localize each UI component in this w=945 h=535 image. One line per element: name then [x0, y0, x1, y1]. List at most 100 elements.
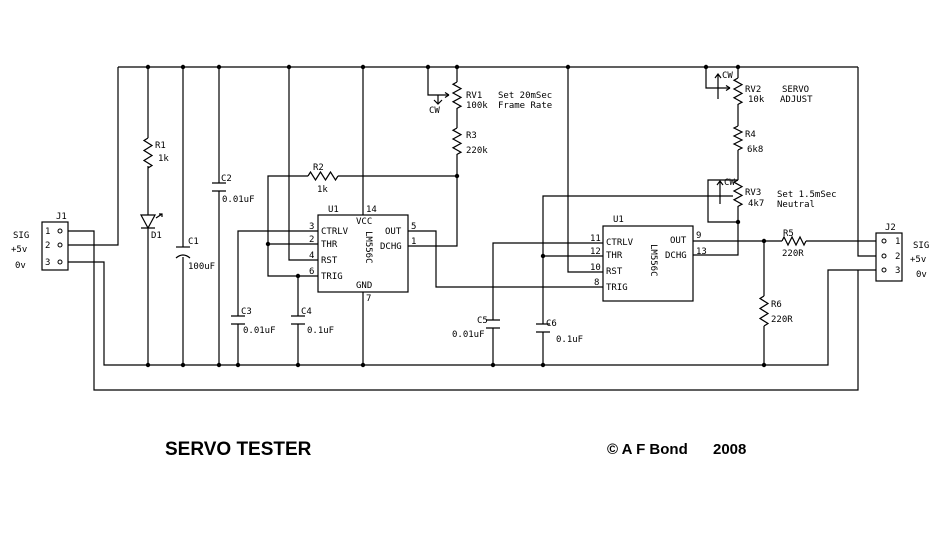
r5-value: 220R: [782, 249, 804, 259]
capacitor-c6: C6 0.1uF: [536, 319, 583, 345]
c1-value: 100uF: [188, 262, 215, 272]
ic-u1b: U1 CTRLV THR RST TRIG 11 12 10 8 OUT DCH…: [590, 215, 707, 302]
j1-ref: J1: [56, 212, 67, 222]
rv2-value: 10k: [748, 95, 765, 105]
r4-ref: R4: [745, 130, 756, 140]
r2-value: 1k: [317, 185, 328, 195]
capacitor-c2: C2 0.01uF: [212, 174, 255, 205]
j1-sig-label: SIG: [13, 231, 29, 241]
j2-sig-label: SIG: [913, 241, 929, 251]
rv1-note-1: Set 20mSec: [498, 91, 552, 101]
ic1-pin-trig: TRIG: [321, 272, 343, 282]
capacitor-c4: C4 0.1uF: [291, 307, 334, 336]
rv3-note-2: Neutral: [777, 200, 815, 210]
ic2-ref: U1: [613, 215, 624, 225]
led-d1: D1: [139, 213, 163, 241]
wires: [66, 66, 876, 391]
ic1-vcc-label: VCC: [356, 217, 372, 227]
ic1-pinnum-6: 6: [309, 267, 314, 277]
diagram-title: SERVO TESTER: [165, 439, 312, 460]
ic2-pin-out: OUT: [670, 236, 687, 246]
rv2-note-2: ADJUST: [780, 95, 813, 105]
capacitor-c3: C3 0.01uF: [231, 307, 276, 336]
ic2-pin-rst: RST: [606, 267, 623, 277]
ic2-pin-trig: TRIG: [606, 283, 628, 293]
ic2-pinnum-9: 9: [696, 231, 701, 241]
rv1-note-2: Frame Rate: [498, 101, 552, 111]
j1-pin3: 3: [45, 258, 50, 268]
ic1-pinnum-1: 1: [411, 237, 416, 247]
j2-ref: J2: [885, 223, 896, 233]
r5-ref: R5: [783, 229, 794, 239]
ic1-pinnum-2: 2: [309, 235, 314, 245]
ic-u1a: U1 VCC 14 GND 7 CTRLV THR RST TRIG 3 2 4…: [309, 205, 416, 304]
rv1-cw: CW: [429, 106, 440, 116]
r3-ref: R3: [466, 131, 477, 141]
ic1-pinnum-5: 5: [411, 222, 416, 232]
ic2-pinnum-10: 10: [590, 263, 601, 273]
resistor-r1: R1 1k: [142, 137, 169, 169]
c5-value: 0.01uF: [452, 330, 485, 340]
capacitor-c5: C5 0.01uF: [452, 316, 500, 340]
r1-value: 1k: [158, 154, 169, 164]
ic2-pinnum-11: 11: [590, 234, 601, 244]
ic2-pin-thr: THR: [606, 251, 623, 261]
resistor-r5: R5 220R: [781, 229, 807, 259]
resistor-r6: R6 220R: [758, 295, 793, 327]
potentiometer-rv2: CW RV2 10k SERVO ADJUST: [714, 71, 813, 105]
rv2-ref: RV2: [745, 85, 761, 95]
d1-ref: D1: [151, 231, 162, 241]
copyright-label: © A F Bond: [607, 441, 688, 458]
j1-pin2: 2: [45, 241, 50, 251]
copyright-year: 2008: [713, 441, 746, 458]
ic1-ref: U1: [328, 205, 339, 215]
capacitor-c1: C1 100uF: [175, 237, 215, 272]
resistor-r2: R2 1k: [307, 163, 339, 195]
r2-ref: R2: [313, 163, 324, 173]
potentiometer-rv3: CW RV3 4k7 Set 1.5mSec Neutral: [716, 178, 837, 210]
j2-5v-label: +5v: [910, 255, 926, 265]
resistor-r4: R4 6k8: [732, 125, 763, 155]
connector-j1: J1 1 2 3 SIG +5v 0v: [11, 212, 69, 271]
junction-dots: [145, 64, 767, 368]
ic1-gnd-pin: 7: [366, 294, 371, 304]
ic1-pinnum-4: 4: [309, 251, 314, 261]
j2-pin3: 3: [895, 266, 900, 276]
ic1-pin-thr: THR: [321, 240, 338, 250]
rv2-cw: CW: [722, 71, 733, 81]
rv1-ref: RV1: [466, 91, 482, 101]
j1-0v-label: 0v: [15, 261, 26, 271]
ic1-pinnum-3: 3: [309, 222, 314, 232]
c4-ref: C4: [301, 307, 312, 317]
ic1-pin-out: OUT: [385, 227, 402, 237]
ic1-vcc-pin: 14: [366, 205, 377, 215]
j1-5v-label: +5v: [11, 245, 27, 255]
ic2-pinnum-12: 12: [590, 247, 601, 257]
r3-value: 220k: [466, 146, 488, 156]
ic2-part: LM556C: [648, 244, 658, 277]
j1-pin1: 1: [45, 227, 50, 237]
c6-ref: C6: [546, 319, 557, 329]
j2-pin2: 2: [895, 252, 900, 262]
ic1-pin-rst: RST: [321, 256, 338, 266]
ic1-pin-dchg: DCHG: [380, 242, 402, 252]
ic2-pinnum-13: 13: [696, 247, 707, 257]
r1-ref: R1: [155, 141, 166, 151]
c6-value: 0.1uF: [556, 335, 583, 345]
rv2-note-1: SERVO: [782, 85, 809, 95]
rv1-value: 100k: [466, 101, 488, 111]
j2-0v-label: 0v: [916, 270, 927, 280]
c3-ref: C3: [241, 307, 252, 317]
ic2-pin-dchg: DCHG: [665, 251, 687, 261]
potentiometer-rv1: RV1 100k CW Set 20mSec Frame Rate: [429, 81, 552, 116]
c4-value: 0.1uF: [307, 326, 334, 336]
rv3-cw: CW: [724, 178, 735, 188]
rv3-ref: RV3: [745, 188, 761, 198]
r6-ref: R6: [771, 300, 782, 310]
r4-value: 6k8: [747, 145, 763, 155]
r6-value: 220R: [771, 315, 793, 325]
c3-value: 0.01uF: [243, 326, 276, 336]
rv3-note-1: Set 1.5mSec: [777, 190, 837, 200]
c5-ref: C5: [477, 316, 488, 326]
